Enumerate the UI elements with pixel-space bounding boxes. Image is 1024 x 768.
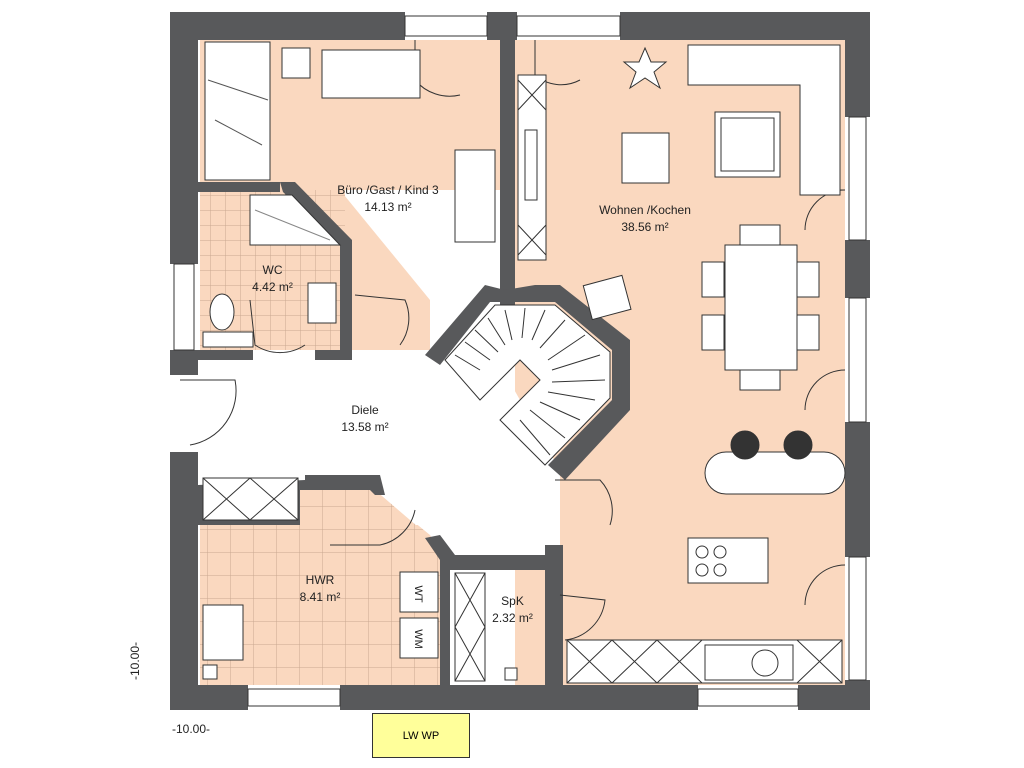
room-name: Wohnen /Kochen: [599, 203, 691, 217]
washer-label: WM: [412, 629, 424, 649]
plant-icon: [622, 46, 668, 90]
furniture-buero: [204, 41, 496, 243]
room-area: 4.42 m²: [252, 280, 293, 294]
room-label-hwr: HWR 8.41 m²: [275, 572, 365, 606]
heat-pump-unit: LW WP: [372, 713, 470, 758]
room-area: 38.56 m²: [621, 220, 669, 234]
room-area: 8.41 m²: [299, 590, 341, 604]
shower-icon: [249, 194, 342, 246]
room-label-wc: WC 4.42 m²: [235, 262, 310, 296]
windows: [173, 15, 867, 707]
wc-fixtures: [202, 194, 342, 348]
furniture-wohnen: [517, 44, 846, 684]
stove-icon: [687, 537, 769, 584]
toilet-icon: [209, 293, 235, 331]
room-label-buero: Büro /Gast / Kind 3 14.13 m²: [298, 182, 478, 216]
dryer-label: WT: [412, 585, 424, 602]
dimension-left: -10.00-: [128, 641, 142, 680]
room-name: Diele: [351, 403, 379, 417]
room-name: WC: [262, 263, 283, 277]
room-label-wohnen: Wohnen /Kochen 38.56 m²: [570, 202, 720, 236]
room-label-diele: Diele 13.58 m²: [320, 402, 410, 436]
stairs-icon: [444, 304, 611, 466]
room-name: Büro /Gast / Kind 3: [337, 183, 439, 197]
room-name: HWR: [305, 573, 335, 587]
sink-icon: [704, 644, 794, 681]
dimension-bottom: -10.00-: [172, 722, 211, 736]
furniture-hwr: [202, 477, 518, 682]
room-area: 2.32 m²: [492, 611, 533, 625]
room-area: 13.58 m²: [341, 420, 389, 434]
room-area: 14.13 m²: [364, 200, 412, 214]
room-name: SpK: [501, 594, 524, 608]
room-label-spk: SpK 2.32 m²: [480, 593, 545, 627]
